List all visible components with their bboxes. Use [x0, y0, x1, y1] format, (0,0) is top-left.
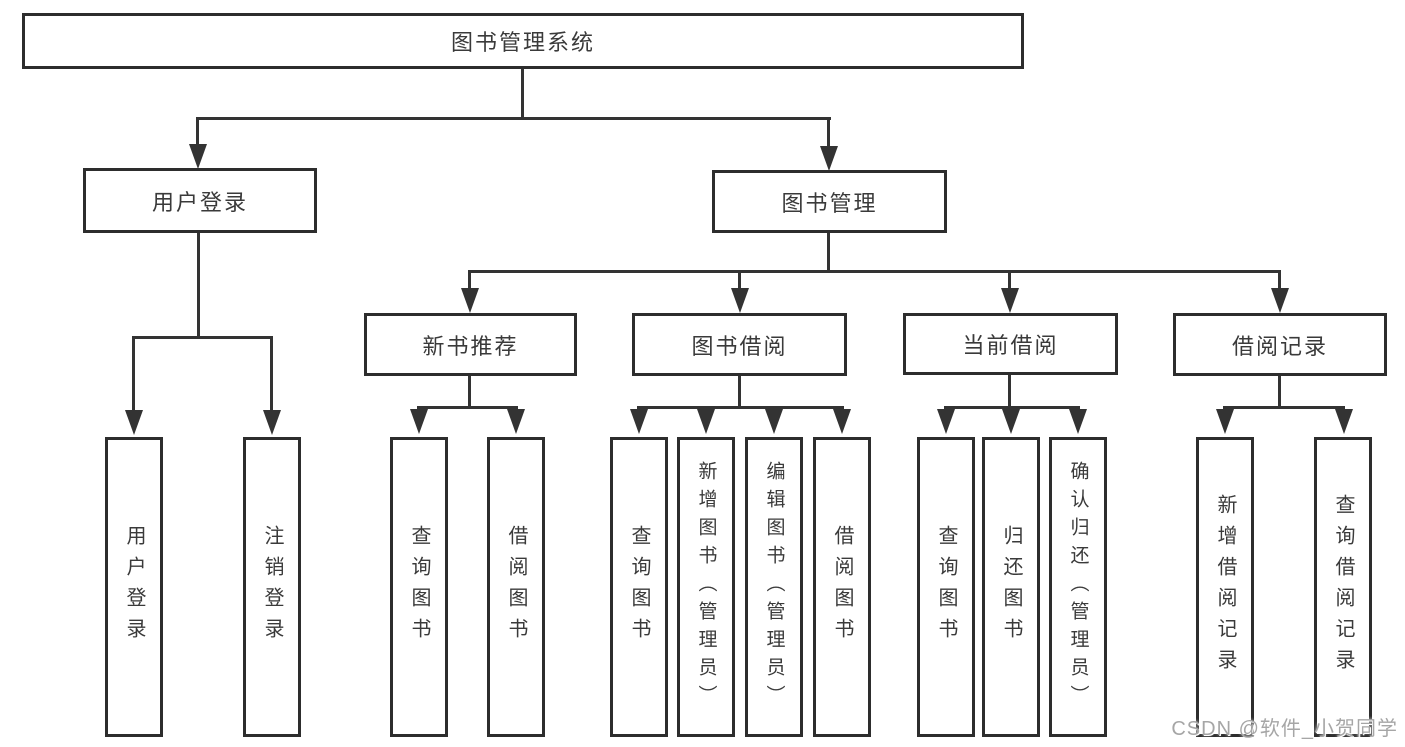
arrowhead-leaf-login: [125, 410, 143, 435]
arrowhead-records-leaf-2: [1335, 409, 1353, 434]
arrowhead-borrow: [731, 288, 749, 313]
connector-borrow-stub: [738, 375, 741, 409]
connector-branch-level1: [196, 117, 831, 120]
arrowhead-records-leaf-1: [1216, 409, 1234, 434]
connector-stem-borrow: [738, 270, 741, 290]
leaf-records-add-record: 新增借阅记录: [1196, 437, 1254, 737]
connector-stem-current: [1008, 270, 1011, 290]
node-book-borrow: 图书借阅: [632, 313, 847, 376]
leaf-current-return-books-label: 归还图书: [1000, 525, 1022, 649]
leaf-user-login-label: 用户登录: [123, 525, 145, 649]
node-book-management: 图书管理: [712, 170, 947, 233]
leaf-recommend-borrow-books-label: 借阅图书: [505, 525, 527, 649]
arrowhead-borrow-leaf-2: [697, 409, 715, 434]
leaf-logout: 注销登录: [243, 437, 301, 737]
node-current-borrow: 当前借阅: [903, 313, 1118, 375]
arrowhead-records: [1271, 288, 1289, 313]
leaf-current-confirm-return-admin-label: 确认归还（管理员）: [1067, 461, 1089, 713]
connector-current-stub: [1008, 374, 1011, 409]
leaf-borrow-edit-books-admin: 编辑图书（管理员）: [745, 437, 803, 737]
connector-branch-records: [1223, 406, 1345, 409]
arrowhead-recommend: [461, 288, 479, 313]
connector-stem-leaf-login: [132, 336, 135, 412]
connector-branch-recommend: [417, 406, 518, 409]
connector-stem-leaf-logout: [270, 336, 273, 412]
leaf-recommend-query-books: 查询图书: [390, 437, 448, 737]
node-new-book-recommend-label: 新书推荐: [422, 333, 519, 359]
arrowhead-current-leaf-1: [937, 409, 955, 434]
leaf-current-query-books-label: 查询图书: [935, 525, 957, 649]
arrowhead-book-mgmt: [820, 146, 838, 171]
leaf-borrow-add-books-admin-label: 新增图书（管理员）: [695, 461, 717, 713]
node-book-management-label: 图书管理: [781, 190, 878, 216]
leaf-current-query-books: 查询图书: [917, 437, 975, 737]
node-book-borrow-label: 图书借阅: [691, 333, 788, 359]
connector-stem-book-mgmt: [827, 117, 830, 148]
connector-user-login-stub: [197, 232, 200, 339]
node-borrow-records: 借阅记录: [1173, 313, 1387, 376]
arrowhead-user-login: [189, 144, 207, 169]
connector-branch-borrow: [637, 406, 844, 409]
leaf-recommend-borrow-books: 借阅图书: [487, 437, 545, 737]
connector-records-stub: [1278, 375, 1281, 409]
arrowhead-current-leaf-2: [1002, 409, 1020, 434]
connector-book-mgmt-stub: [827, 232, 830, 273]
leaf-records-add-record-label: 新增借阅记录: [1214, 494, 1236, 680]
leaf-borrow-borrow-books: 借阅图书: [813, 437, 871, 737]
arrowhead-borrow-leaf-4: [833, 409, 851, 434]
leaf-user-login: 用户登录: [105, 437, 163, 737]
arrowhead-borrow-leaf-1: [630, 409, 648, 434]
connector-branch-level2: [468, 270, 1281, 273]
connector-branch-user: [132, 336, 273, 339]
arrowhead-current: [1001, 288, 1019, 313]
arrowhead-borrow-leaf-3: [765, 409, 783, 434]
leaf-borrow-edit-books-admin-label: 编辑图书（管理员）: [763, 461, 785, 713]
connector-recommend-stub: [468, 375, 471, 409]
connector-stem-recommend: [468, 270, 471, 290]
csdn-watermark: CSDN @软件_小贺同学: [1171, 718, 1398, 740]
leaf-current-return-books: 归还图书: [982, 437, 1040, 737]
arrowhead-recommend-leaf-1: [410, 409, 428, 434]
leaf-recommend-query-books-label: 查询图书: [408, 525, 430, 649]
arrowhead-current-leaf-3: [1069, 409, 1087, 434]
leaf-records-query-record-label: 查询借阅记录: [1332, 494, 1354, 680]
node-root: 图书管理系统: [22, 13, 1024, 69]
node-borrow-records-label: 借阅记录: [1231, 333, 1328, 359]
connector-root-stub: [521, 68, 524, 119]
node-root-label: 图书管理系统: [450, 30, 595, 55]
leaf-records-query-record: 查询借阅记录: [1314, 437, 1372, 737]
leaf-logout-label: 注销登录: [261, 525, 283, 649]
leaf-borrow-query-books-label: 查询图书: [628, 525, 650, 649]
leaf-borrow-add-books-admin: 新增图书（管理员）: [677, 437, 735, 737]
leaf-borrow-borrow-books-label: 借阅图书: [831, 525, 853, 649]
node-current-borrow-label: 当前借阅: [962, 333, 1059, 358]
leaf-borrow-query-books: 查询图书: [610, 437, 668, 737]
node-user-login: 用户登录: [83, 168, 317, 233]
connector-branch-current: [944, 406, 1080, 409]
arrowhead-recommend-leaf-2: [507, 409, 525, 434]
leaf-current-confirm-return-admin: 确认归还（管理员）: [1049, 437, 1107, 737]
connector-stem-records: [1278, 270, 1281, 290]
arrowhead-leaf-logout: [263, 410, 281, 435]
connector-stem-user-login: [196, 117, 199, 147]
node-user-login-label: 用户登录: [151, 189, 248, 215]
node-new-book-recommend: 新书推荐: [364, 313, 577, 376]
